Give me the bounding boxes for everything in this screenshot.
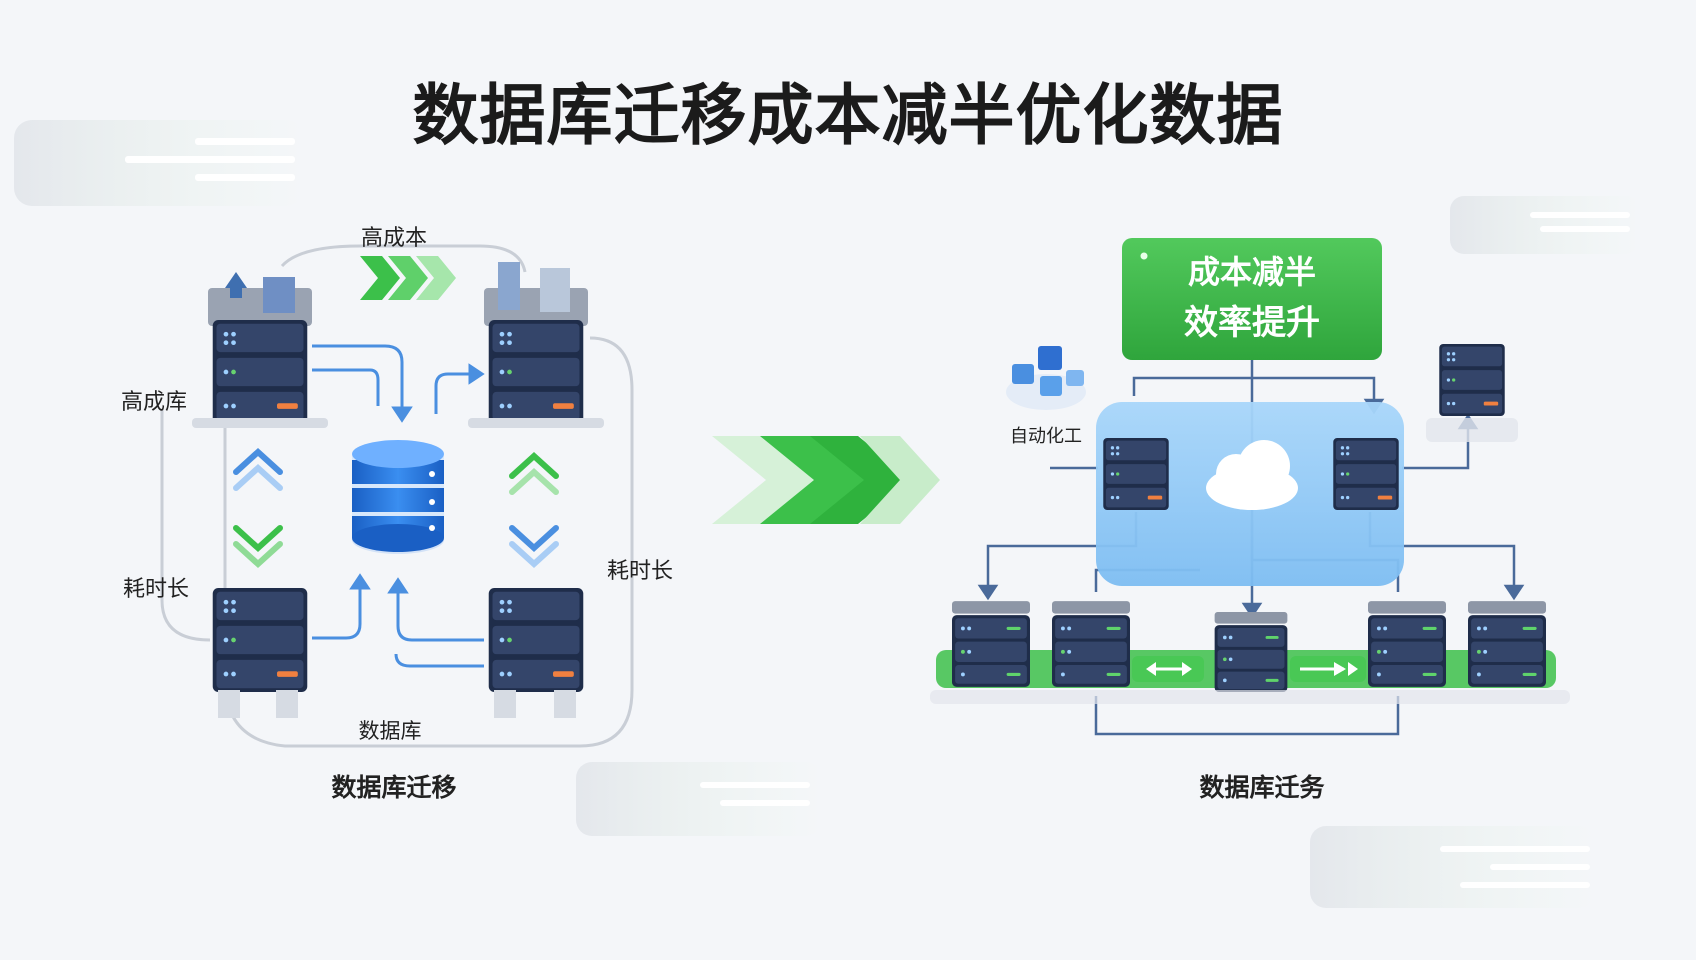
right-optimized-diagram: 成本减半 效率提升 [930,238,1570,802]
label-automation: 自动化工 [1010,426,1082,447]
automation-icon [1006,346,1086,410]
server-top-left [192,272,328,428]
chevrons-right-updown [509,451,559,569]
cloud-icon [1206,440,1298,510]
center-transition-arrows [712,436,940,524]
left-caption: 数据库迁移 [331,773,456,802]
server-top-right [468,262,604,428]
label-time-consuming-right: 耗时长 [607,559,673,584]
badge-line-2: 效率提升 [1184,303,1320,343]
server-row [930,601,1570,704]
decor-top-left [14,120,304,206]
server-bottom-right [488,588,584,718]
chevrons-top-green [360,256,456,300]
page-title: 数据库迁移成本减半优化数据 [412,77,1284,154]
flow-arrows-blue [312,344,485,668]
database-cylinder-icon [352,440,444,554]
badge-cost-halved: 成本减半 效率提升 [1122,238,1382,360]
label-time-consuming-left: 耗时长 [123,577,189,602]
right-caption: 数据库迁务 [1199,773,1324,802]
cloud-panel [1096,402,1404,586]
server-top-far-right [1426,344,1518,442]
left-migration-diagram: 高成本 高成库 耗时长 耗时长 数据库 数据库迁移 [121,226,673,802]
chevrons-left-updown [233,447,283,569]
label-high-cost: 高成本 [361,226,427,251]
decor-bottom-middle [576,762,822,836]
label-database: 数据库 [359,719,422,743]
decor-top-right [1450,196,1640,254]
label-high-library: 高成库 [121,390,187,415]
decor-bottom-right [1310,826,1596,908]
badge-line-1: 成本减半 [1188,253,1316,291]
server-bottom-left [212,588,308,718]
